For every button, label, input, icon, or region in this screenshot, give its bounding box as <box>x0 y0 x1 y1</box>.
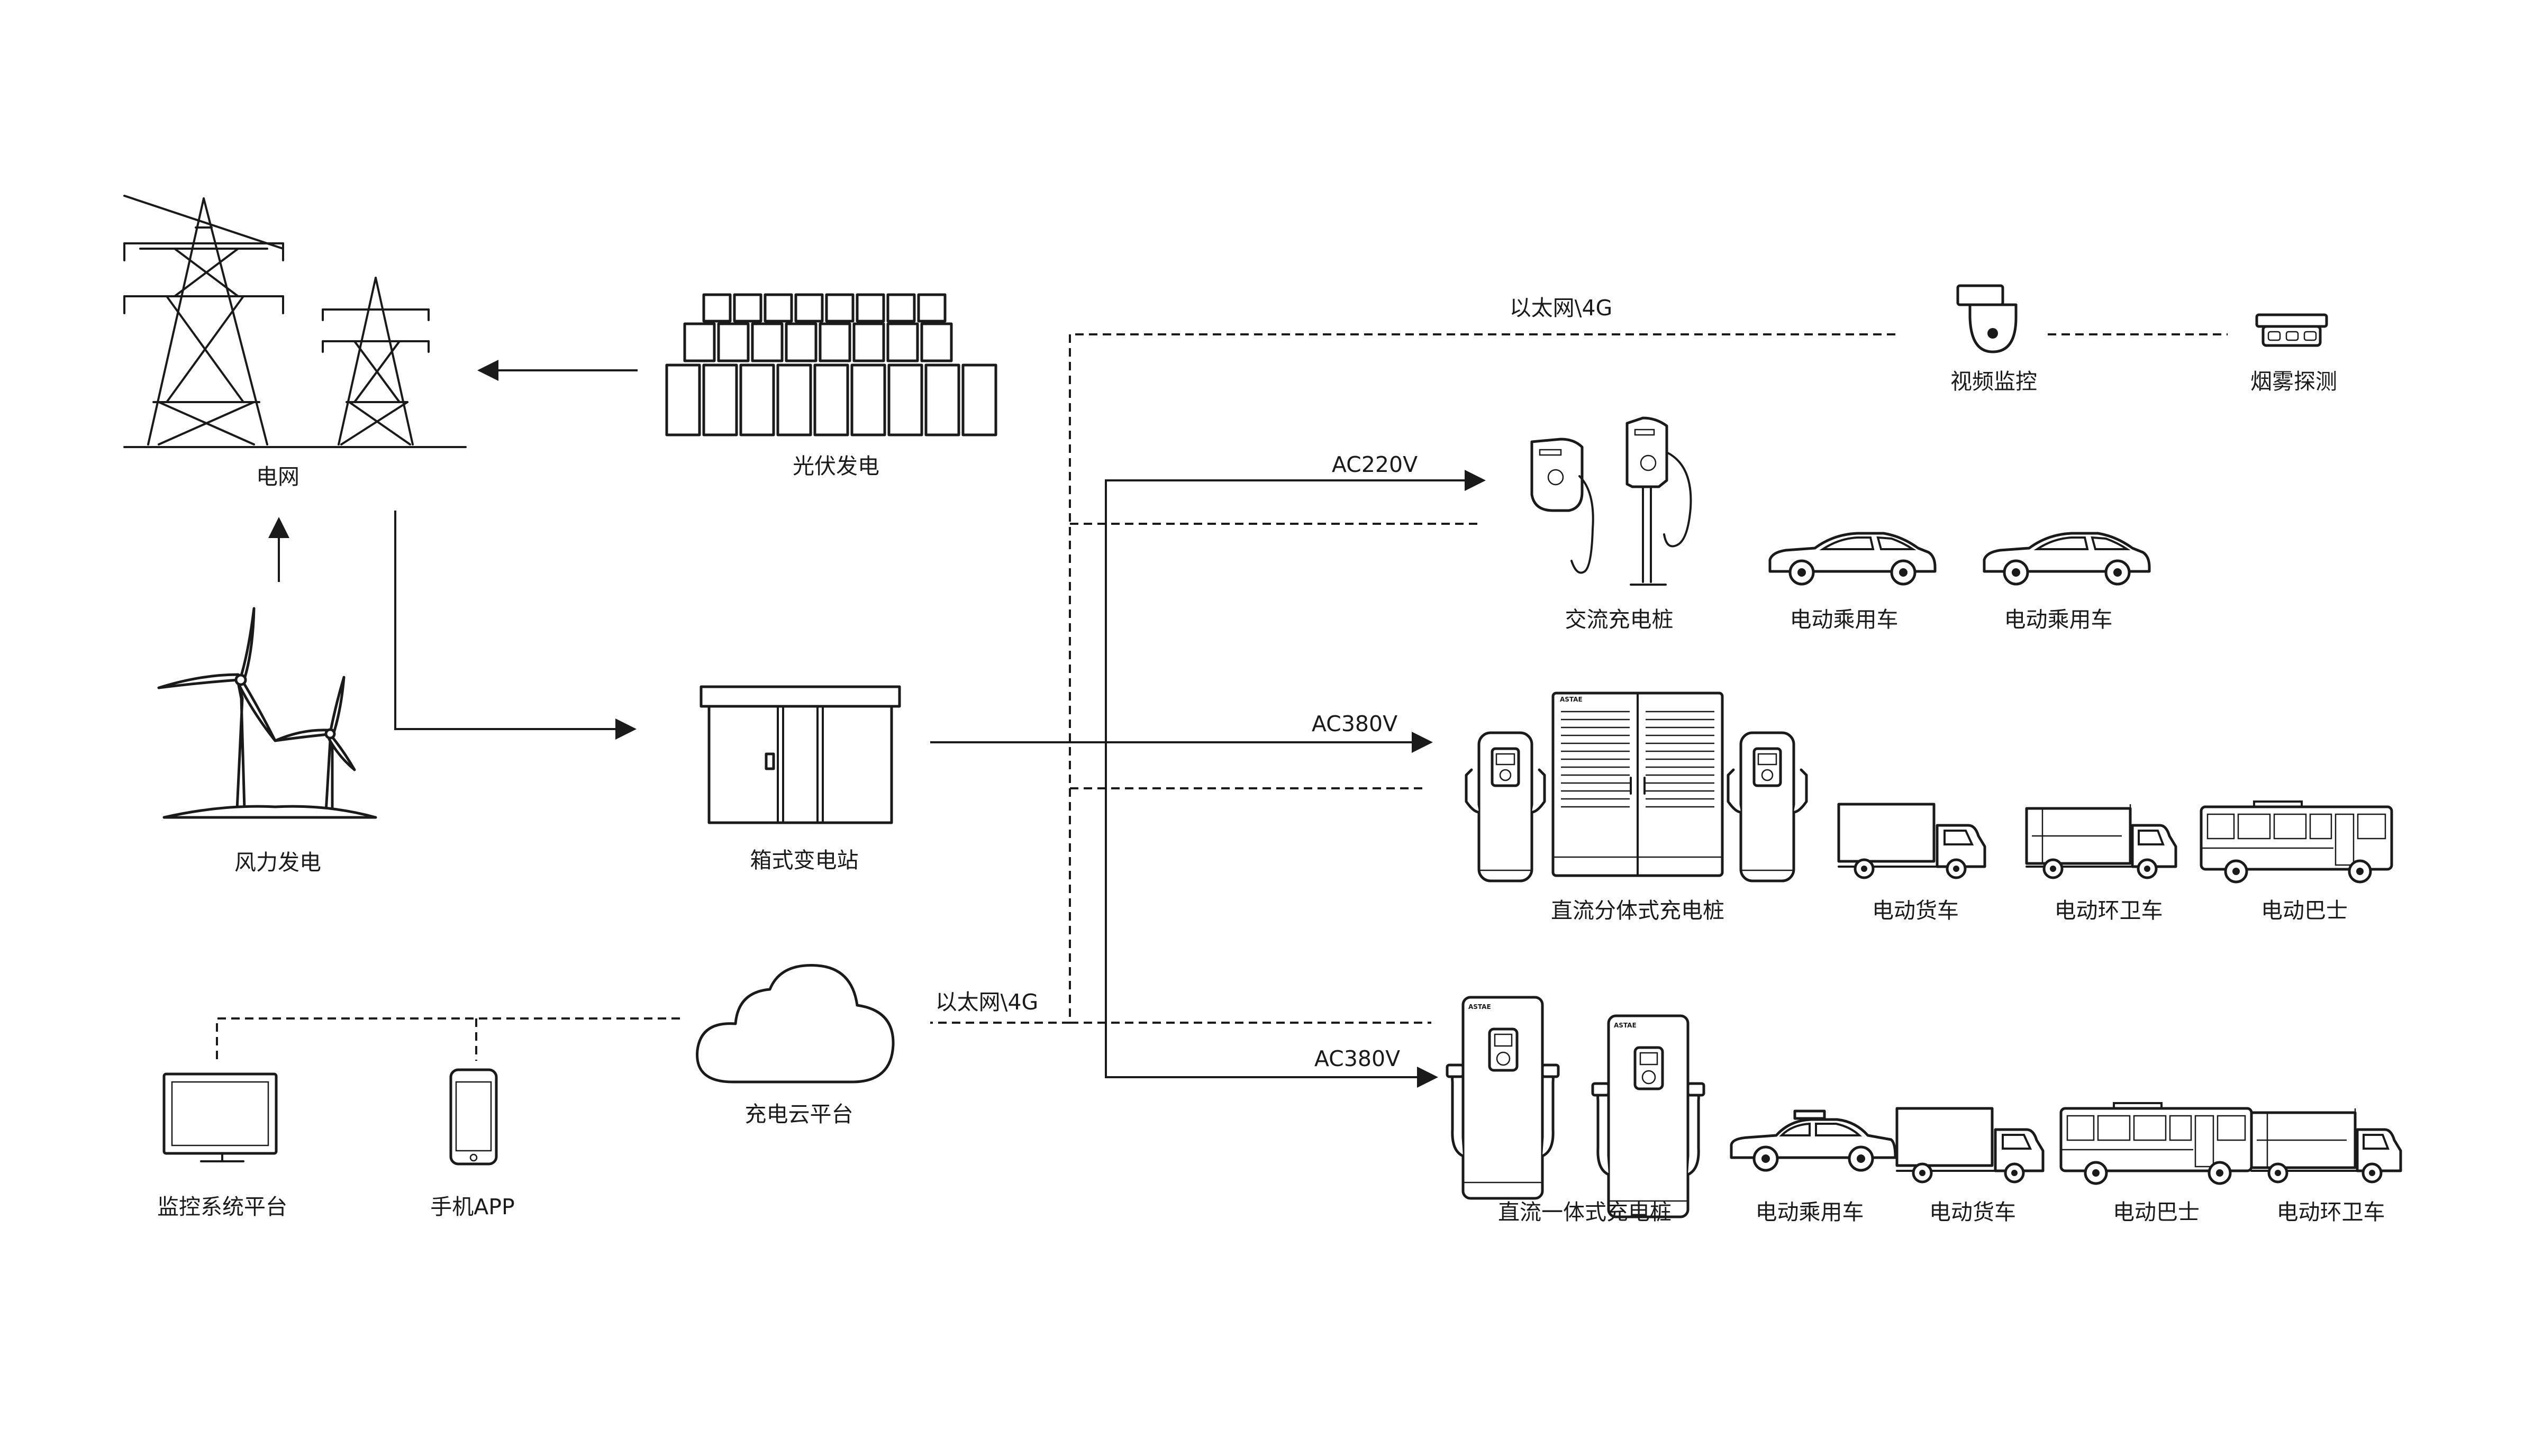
ac380-int-label: AC380V <box>1314 1046 1400 1071</box>
int-sanitation-icon <box>2251 1108 2401 1182</box>
phone-icon <box>449 1068 498 1166</box>
wind-turbine-icon <box>157 607 377 819</box>
split-bus-label: 电动巴士 <box>2261 898 2348 923</box>
split-sanitation-icon <box>2027 804 2176 878</box>
int-sanitation-label: 电动环卫车 <box>2277 1199 2385 1225</box>
ac-car-2-label: 电动乘用车 <box>2004 607 2113 632</box>
wind-label: 风力发电 <box>234 850 321 875</box>
network-line-cloud <box>216 1017 680 1061</box>
ac220-label: AC220V <box>1332 452 1418 477</box>
substation-label: 箱式变电站 <box>750 848 859 873</box>
ethernet-label-top: 以太网\4G <box>1510 295 1613 321</box>
network-line-top <box>930 333 1895 1024</box>
split-truck-label: 电动货车 <box>1872 898 1959 923</box>
arrow-grid-to-substation <box>394 511 637 740</box>
phone-app-label: 手机APP <box>430 1194 515 1220</box>
split-bus-icon <box>2201 802 2392 882</box>
int-truck-icon <box>1897 1108 2043 1182</box>
cloud-label: 充电云平台 <box>745 1102 853 1127</box>
dc-integrated-pile-icon <box>1447 997 1704 1217</box>
smoke-detector-icon <box>2255 313 2328 347</box>
box-substation-icon <box>700 685 901 824</box>
ethernet-label-cloud: 以太网\4G <box>936 989 1039 1015</box>
smoke-label: 烟雾探测 <box>2250 369 2337 394</box>
solar-label: 光伏发电 <box>793 453 879 479</box>
dc-split-pile-icon: ASTAE <box>1466 691 1806 881</box>
ac-car-1-label: 电动乘用车 <box>1790 607 1899 632</box>
split-truck-icon <box>1839 804 1985 878</box>
ac-car-2-icon <box>1984 533 2149 584</box>
solar-panel-icon <box>665 293 997 436</box>
monitor-platform-label: 监控系统平台 <box>157 1194 287 1220</box>
split-sanitation-label: 电动环卫车 <box>2055 898 2163 923</box>
int-car-icon <box>1731 1111 1895 1170</box>
int-truck-label: 电动货车 <box>1929 1199 2016 1225</box>
power-bus-line <box>1105 479 1479 1088</box>
ac380-split-label: AC380V <box>1312 711 1397 736</box>
dc-integrated-pile-label: 直流一体式充电桩 <box>1498 1199 1672 1225</box>
monitor-icon <box>162 1072 278 1162</box>
ac-car-1-icon <box>1770 533 1935 584</box>
int-bus-label: 电动巴士 <box>2113 1199 2200 1225</box>
dc-split-pile-label: 直流分体式充电桩 <box>1551 898 1724 923</box>
ac-pile-icon <box>1530 416 1692 586</box>
int-bus-icon <box>2061 1103 2251 1184</box>
ac-pile-label: 交流充电桩 <box>1565 607 1674 632</box>
grid-label: 电网 <box>256 464 299 489</box>
camera-icon <box>1956 284 2018 353</box>
power-tower-icon <box>123 195 467 448</box>
cloud-icon <box>696 964 895 1084</box>
int-car-label: 电动乘用车 <box>1756 1199 1864 1225</box>
svg-text:ASTAE: ASTAE <box>1560 696 1583 703</box>
video-label: 视频监控 <box>1950 369 2037 394</box>
